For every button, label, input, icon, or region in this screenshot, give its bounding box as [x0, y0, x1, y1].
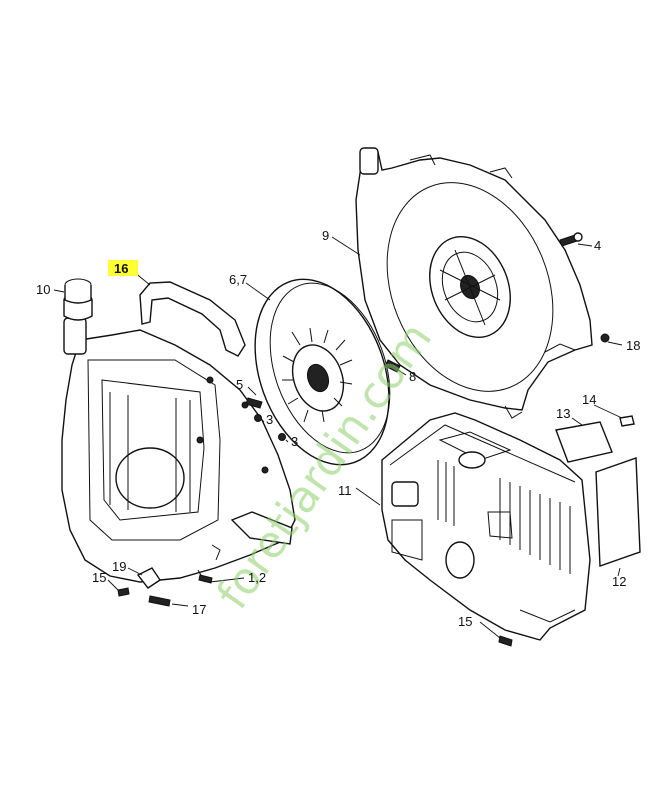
tab-part-14 — [619, 415, 635, 427]
fan-impeller-part-6-7 — [254, 278, 391, 466]
label-9: 9 — [322, 228, 329, 243]
label-8: 8 — [409, 369, 416, 384]
label-15-bottom: 15 — [458, 614, 472, 629]
label-1-2: 1,2 — [248, 570, 266, 585]
label-12: 12 — [612, 574, 626, 589]
screw-part-5 — [245, 397, 263, 409]
label-4: 4 — [594, 238, 601, 253]
label-6-7: 6,7 — [229, 272, 247, 287]
label-14: 14 — [582, 392, 596, 407]
screw-part-15-bottom — [498, 635, 513, 647]
screw-part-4 — [559, 232, 583, 247]
label-19: 19 — [112, 559, 126, 574]
screw-part-17 — [148, 595, 171, 607]
blower-housing-part-9 — [355, 147, 593, 419]
clip-part-19 — [136, 567, 161, 589]
label-17: 17 — [192, 602, 206, 617]
label-3a: 3 — [266, 412, 273, 427]
label-15-left: 15 — [92, 570, 106, 585]
screw-part-15-left — [117, 587, 130, 597]
label-5: 5 — [236, 377, 243, 392]
highlight-box-16 — [108, 260, 138, 276]
label-3b: 3 — [291, 434, 298, 449]
fan-housing-cover — [61, 317, 296, 583]
nut-part-18 — [600, 333, 610, 343]
washer-part-3b — [278, 433, 286, 441]
label-18: 18 — [626, 338, 640, 353]
elbow-part-10 — [63, 278, 93, 321]
label-11: 11 — [338, 483, 352, 498]
label-16: 16 — [114, 261, 128, 276]
handle-part-16 — [139, 281, 246, 357]
pad-part-13 — [555, 421, 613, 463]
washer-part-3a — [254, 414, 262, 422]
engine-shroud-part-11 — [381, 412, 591, 641]
label-10: 10 — [36, 282, 50, 297]
label-13: 13 — [556, 406, 570, 421]
filter-part-12 — [595, 457, 641, 567]
screw-part-8 — [384, 359, 401, 373]
screw-part-1-2 — [198, 574, 213, 584]
